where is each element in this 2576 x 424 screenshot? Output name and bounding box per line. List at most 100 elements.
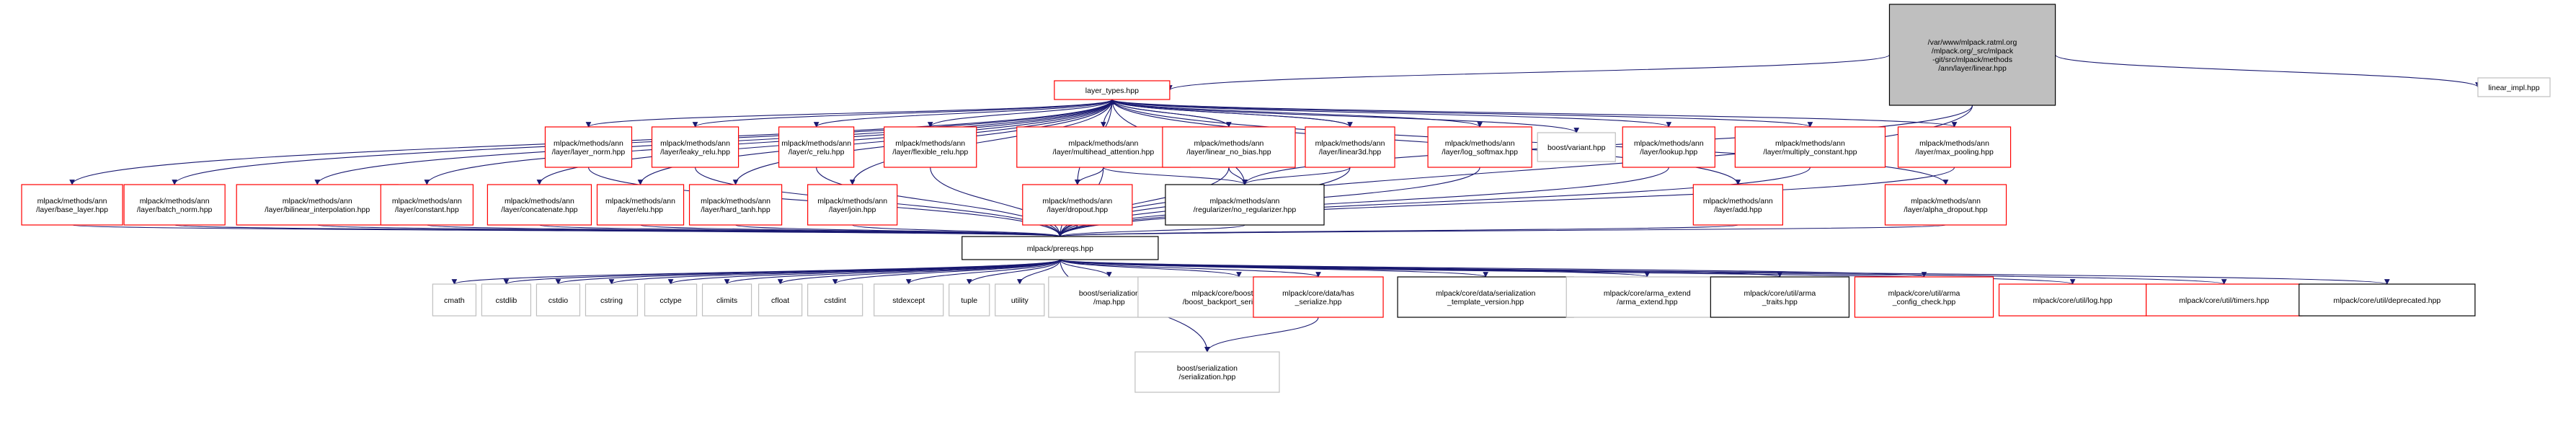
node-concatenate[interactable]: mlpack/methods/ann/layer/concatenate.hpp <box>487 184 592 226</box>
node-label-line: mlpack/core/util/log.hpp <box>2033 296 2112 305</box>
node-multiply-constant[interactable]: mlpack/methods/ann/layer/multiply_consta… <box>1734 126 1886 168</box>
node-linear-no-bias[interactable]: mlpack/methods/ann/layer/linear_no_bias.… <box>1162 126 1296 168</box>
node-c-relu[interactable]: mlpack/methods/ann/layer/c_relu.hpp <box>778 126 855 168</box>
node-label-line: /layer/batch_norm.hpp <box>137 206 213 214</box>
edge-layer_types-to-boost_variant <box>1111 99 1579 133</box>
node-cstdlib[interactable]: cstdlib <box>481 283 532 317</box>
node-linear3d[interactable]: mlpack/methods/ann/layer/linear3d.hpp <box>1305 126 1395 168</box>
node-arma-traits[interactable]: mlpack/core/util/arma_traits.hpp <box>1710 276 1850 318</box>
node-label-line: /layer/lookup.hpp <box>1640 148 1697 156</box>
node-linear-impl[interactable]: linear_impl.hpp <box>2477 77 2551 97</box>
node-lookup[interactable]: mlpack/methods/ann/layer/lookup.hpp <box>1622 126 1715 168</box>
node-label-line: utility <box>1011 296 1029 305</box>
node-label-line: cctype <box>659 296 682 305</box>
node-box <box>1054 80 1171 100</box>
edge-prereqs-to-cmath <box>451 259 1061 285</box>
node-label-line: /ann/layer/linear.hpp <box>1938 64 2007 73</box>
node-label-line: -git/src/mlpack/methods <box>1932 56 2012 64</box>
edge-has_serialize-to-boost_ser <box>1204 317 1319 353</box>
node-box <box>1734 126 1886 168</box>
node-box <box>380 184 474 226</box>
node-hard-tanh[interactable]: mlpack/methods/ann/layer/hard_tanh.hpp <box>688 184 783 226</box>
node-cstdint[interactable]: cstdint <box>807 283 863 317</box>
node-has-serialize[interactable]: mlpack/core/data/has_serialize.hpp <box>1253 276 1384 318</box>
edge-prereqs-to-deprecated <box>1060 259 2389 285</box>
node-add[interactable]: mlpack/methods/ann/layer/add.hpp <box>1692 184 1783 226</box>
edge-layer_types-to-lookup <box>1111 99 1671 128</box>
node-label-line: _serialize.hpp <box>1294 298 1342 306</box>
node-label-line: /layer/linear3d.hpp <box>1319 148 1382 156</box>
node-box <box>1888 4 2056 106</box>
node-label-line: tuple <box>961 296 977 305</box>
node-label-line: mlpack/methods/ann <box>1919 139 1989 148</box>
node-cstring[interactable]: cstring <box>585 283 639 317</box>
node-utility[interactable]: utility <box>995 283 1045 317</box>
node-layer-types[interactable]: layer_types.hpp <box>1054 80 1171 100</box>
node-constant[interactable]: mlpack/methods/ann/layer/constant.hpp <box>380 184 474 226</box>
node-label-line: /layer/multihead_attention.hpp <box>1053 148 1155 156</box>
node-box <box>995 283 1045 317</box>
node-box <box>688 184 783 226</box>
node-multihead-attention[interactable]: mlpack/methods/ann/layer/multihead_atten… <box>1016 126 1191 168</box>
node-label-line: cfloat <box>771 296 789 305</box>
node-leaky-relu[interactable]: mlpack/methods/ann/layer/leaky_relu.hpp <box>651 126 740 168</box>
node-timers[interactable]: mlpack/core/util/timers.hpp <box>2146 283 2303 317</box>
edge-layer_types-to-multiply_constant <box>1111 99 1813 128</box>
node-label-line: /serialization.hpp <box>1179 373 1236 381</box>
node-label-line: /layer/hard_tanh.hpp <box>701 206 770 214</box>
node-climits[interactable]: climits <box>701 283 752 317</box>
edge-layer_types-to-leaky_relu <box>692 99 1113 128</box>
node-label-line: climits <box>716 296 737 305</box>
node-box <box>778 126 855 168</box>
node-box <box>1854 276 1994 318</box>
node-log-softmax[interactable]: mlpack/methods/ann/layer/log_softmax.hpp <box>1427 126 1532 168</box>
node-layer-norm[interactable]: mlpack/methods/ann/layer/layer_norm.hpp <box>544 126 633 168</box>
node-no-regularizer[interactable]: mlpack/methods/ann/regularizer/no_regula… <box>1165 184 1325 226</box>
node-box <box>874 283 944 317</box>
node-label-line: mlpack/methods/ann <box>392 197 462 206</box>
node-label-line: mlpack/methods/ann <box>1703 197 1773 206</box>
node-box <box>758 283 803 317</box>
node-bilinear-interpolation[interactable]: mlpack/methods/ann/layer/bilinear_interp… <box>236 184 399 226</box>
node-label-line: mlpack/methods/ann <box>781 139 851 148</box>
node-join[interactable]: mlpack/methods/ann/layer/join.hpp <box>807 184 898 226</box>
node-dropout[interactable]: mlpack/methods/ann/layer/dropout.hpp <box>1022 184 1133 226</box>
node-box <box>1884 184 2007 226</box>
node-prereqs[interactable]: mlpack/prereqs.hpp <box>961 236 1159 260</box>
edge-layer_types-to-batch_norm <box>172 99 1113 185</box>
edge-multihead_attention-to-dropout <box>1075 167 1104 185</box>
node-box <box>21 184 123 226</box>
node-log[interactable]: mlpack/core/util/log.hpp <box>1998 283 2147 317</box>
node-alpha-dropout[interactable]: mlpack/methods/ann/layer/alpha_dropout.h… <box>1884 184 2007 226</box>
node-elu[interactable]: mlpack/methods/ann/layer/elu.hpp <box>596 184 685 226</box>
node-ser-template-version[interactable]: mlpack/core/data/serialization_template_… <box>1397 276 1574 318</box>
node-stdexcept[interactable]: stdexcept <box>874 283 944 317</box>
node-cstdio[interactable]: cstdio <box>536 283 581 317</box>
edge-multihead_attention-to-no_regularizer <box>1103 167 1248 185</box>
node-box <box>123 184 226 226</box>
node-arma-config-check[interactable]: mlpack/core/util/arma_config_check.hpp <box>1854 276 1994 318</box>
node-cctype[interactable]: cctype <box>644 283 698 317</box>
node-base-layer[interactable]: mlpack/methods/ann/layer/base_layer.hpp <box>21 184 123 226</box>
node-box <box>2146 283 2303 317</box>
node-deprecated[interactable]: mlpack/core/util/deprecated.hpp <box>2299 283 2476 317</box>
node-boost-ser[interactable]: boost/serialization/serialization.hpp <box>1134 351 1280 393</box>
node-label-line: /layer/constant.hpp <box>395 206 459 214</box>
node-label-line: mlpack/methods/ann <box>1068 139 1138 148</box>
node-label-line: /map.hpp <box>1093 298 1125 306</box>
node-batch-norm[interactable]: mlpack/methods/ann/layer/batch_norm.hpp <box>123 184 226 226</box>
edge-prereqs-to-cstdlib <box>503 259 1061 285</box>
edge-prereqs-to-cfloat <box>777 259 1061 285</box>
node-label-line: mlpack/methods/ann <box>283 197 352 206</box>
node-flexible-relu[interactable]: mlpack/methods/ann/layer/flexible_relu.h… <box>884 126 977 168</box>
node-label-line: /layer/dropout.hpp <box>1047 206 1109 214</box>
node-label-line: mlpack/methods/ann <box>1194 139 1264 148</box>
node-boost-variant[interactable]: boost/variant.hpp <box>1537 132 1616 162</box>
node-tuple[interactable]: tuple <box>949 283 990 317</box>
edge-alpha_dropout-to-prereqs <box>1058 224 1947 237</box>
node-cfloat[interactable]: cfloat <box>758 283 803 317</box>
edge-linear3d-to-layer_types <box>1109 99 1351 128</box>
node-cmath[interactable]: cmath <box>432 283 476 317</box>
node-arma-extend[interactable]: mlpack/core/arma_extend/arma_extend.hpp <box>1565 276 1728 318</box>
node-max-pooling[interactable]: mlpack/methods/ann/layer/max_pooling.hpp <box>1897 126 2012 168</box>
